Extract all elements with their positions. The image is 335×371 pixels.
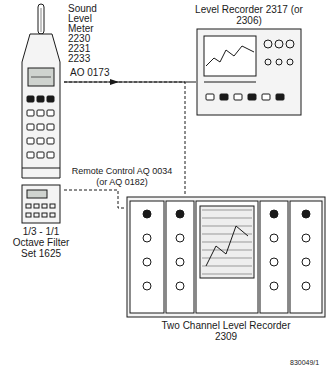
device-drawing bbox=[31, 77, 51, 78]
device-drawing bbox=[176, 234, 184, 242]
device-drawing bbox=[197, 29, 301, 115]
filter-set-illustration bbox=[18, 184, 64, 224]
device-drawing bbox=[37, 110, 44, 116]
device-drawing bbox=[202, 274, 252, 275]
device-drawing bbox=[204, 82, 256, 83]
device-drawing bbox=[37, 138, 44, 144]
device-drawing bbox=[206, 226, 248, 266]
device-drawing bbox=[176, 282, 184, 290]
level-recorder: Level Recorder 2317 (or 2306) bbox=[196, 28, 302, 116]
device-drawing bbox=[234, 94, 242, 100]
device-drawing bbox=[47, 138, 54, 144]
device-drawing bbox=[42, 204, 47, 208]
filter-set: 1/3 - 1/1 Octave Filter Set 1625 bbox=[18, 184, 64, 224]
device-drawing bbox=[290, 201, 322, 313]
device-drawing bbox=[260, 201, 288, 313]
device-drawing bbox=[302, 210, 310, 218]
device-drawing bbox=[22, 185, 60, 223]
device-drawing bbox=[47, 96, 54, 102]
device-drawing bbox=[202, 242, 252, 243]
device-drawing bbox=[22, 4, 60, 178]
device-drawing bbox=[22, 185, 60, 223]
device-drawing bbox=[262, 94, 270, 100]
device-label: 1/3 - 1/1 Octave Filter Set 1625 bbox=[10, 226, 72, 259]
device-drawing bbox=[27, 96, 34, 102]
device-drawing bbox=[50, 213, 55, 217]
device-drawing bbox=[202, 226, 252, 227]
two-channel-recorder: Two Channel Level Recorder 2309 bbox=[126, 196, 326, 318]
device-drawing bbox=[270, 282, 278, 290]
cable bbox=[64, 82, 185, 196]
device-drawing bbox=[204, 36, 256, 76]
device-label: Sound Level Meter 2230 2231 2233 bbox=[68, 4, 112, 64]
device-drawing bbox=[287, 59, 293, 65]
device-drawing bbox=[270, 210, 278, 218]
device-drawing bbox=[42, 213, 47, 217]
device-drawing bbox=[130, 201, 164, 313]
device-drawing bbox=[265, 59, 271, 65]
device-label: Two Channel Level Recorder 2309 bbox=[156, 320, 296, 342]
device-drawing bbox=[127, 197, 325, 317]
device-drawing bbox=[196, 201, 258, 313]
device-drawing bbox=[286, 40, 294, 48]
device-drawing bbox=[220, 94, 228, 100]
device-drawing bbox=[22, 34, 60, 178]
device-drawing bbox=[34, 213, 39, 217]
device-drawing bbox=[302, 234, 310, 242]
device-drawing bbox=[166, 201, 194, 313]
device-drawing bbox=[276, 59, 282, 65]
device-drawing bbox=[176, 258, 184, 266]
device-drawing bbox=[37, 124, 44, 130]
device-drawing bbox=[302, 258, 310, 266]
device-drawing bbox=[202, 218, 252, 219]
device-drawing bbox=[27, 152, 34, 158]
cable-label: Remote Control AQ 0034 (or AQ 0182) bbox=[66, 166, 178, 188]
device-label: Level Recorder 2317 (or 2306) bbox=[186, 4, 312, 26]
device-drawing bbox=[34, 204, 39, 208]
device-drawing bbox=[41, 8, 42, 32]
two-channel-recorder-illustration bbox=[126, 196, 326, 318]
device-drawing bbox=[27, 190, 47, 198]
device-drawing bbox=[37, 152, 44, 158]
device-drawing bbox=[28, 68, 54, 86]
device-drawing bbox=[202, 266, 252, 267]
device-drawing bbox=[275, 40, 283, 48]
device-drawing bbox=[143, 210, 151, 218]
device-drawing bbox=[27, 124, 34, 130]
device-drawing bbox=[206, 94, 214, 100]
device-drawing bbox=[26, 204, 31, 208]
device-drawing bbox=[143, 234, 151, 242]
device-drawing bbox=[264, 40, 272, 48]
device-drawing bbox=[270, 234, 278, 242]
device-drawing bbox=[37, 96, 44, 102]
cable-number: AO 0173 bbox=[70, 67, 109, 78]
device-drawing bbox=[206, 46, 254, 66]
device-drawing bbox=[302, 282, 310, 290]
figure-number: 830049/1 bbox=[290, 357, 319, 368]
device-drawing bbox=[22, 168, 60, 169]
level-recorder-illustration bbox=[196, 28, 302, 116]
device-drawing bbox=[276, 94, 284, 100]
device-drawing bbox=[176, 210, 184, 218]
device-drawing bbox=[27, 138, 34, 144]
device-drawing bbox=[197, 29, 301, 115]
device-drawing bbox=[27, 110, 34, 116]
sound-level-meter-illustration bbox=[18, 4, 64, 180]
device-drawing bbox=[127, 197, 325, 317]
device-drawing bbox=[47, 152, 54, 158]
device-drawing bbox=[47, 110, 54, 116]
device-drawing bbox=[50, 204, 55, 208]
cable bbox=[64, 190, 126, 208]
device-drawing bbox=[270, 258, 278, 266]
device-drawing bbox=[248, 94, 256, 100]
device-drawing bbox=[200, 206, 254, 278]
device-drawing bbox=[26, 213, 31, 217]
device-drawing bbox=[38, 4, 44, 34]
device-drawing bbox=[47, 124, 54, 130]
device-drawing bbox=[202, 210, 252, 211]
device-drawing bbox=[143, 282, 151, 290]
sound-level-meter: Sound Level Meter 2230 2231 2233 bbox=[18, 4, 64, 180]
device-drawing bbox=[143, 258, 151, 266]
